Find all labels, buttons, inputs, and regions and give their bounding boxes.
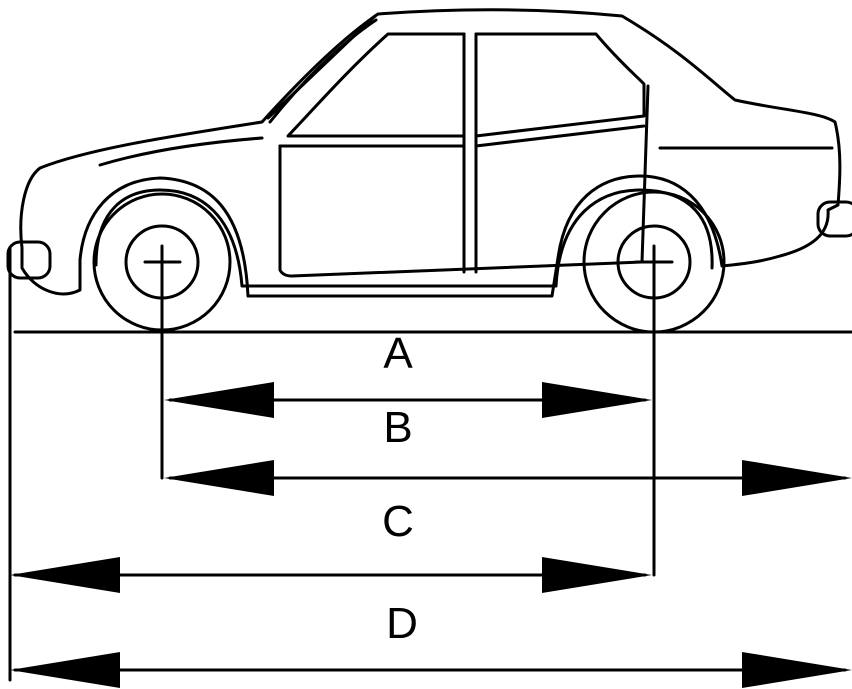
door-frame [278, 84, 650, 278]
arrow-a-right [542, 382, 652, 418]
label-d: D [386, 599, 418, 648]
arrow-b-right [742, 460, 852, 496]
label-a: A [383, 329, 413, 378]
label-c: C [382, 497, 414, 546]
rear-window [474, 32, 646, 138]
b-pillar [462, 32, 478, 274]
arrow-d-right [742, 652, 852, 688]
car-body [6, 8, 852, 298]
label-b: B [383, 403, 413, 452]
arrow-c-right [542, 557, 652, 593]
car-outline [19, 8, 842, 298]
arrow-b-left [164, 460, 274, 496]
front-bumper [6, 240, 52, 280]
arrow-c-left [10, 557, 120, 593]
arrow-d-left [10, 652, 120, 688]
front-window [286, 32, 466, 138]
arrow-a-left [164, 382, 274, 418]
rear-bumper [816, 200, 852, 238]
